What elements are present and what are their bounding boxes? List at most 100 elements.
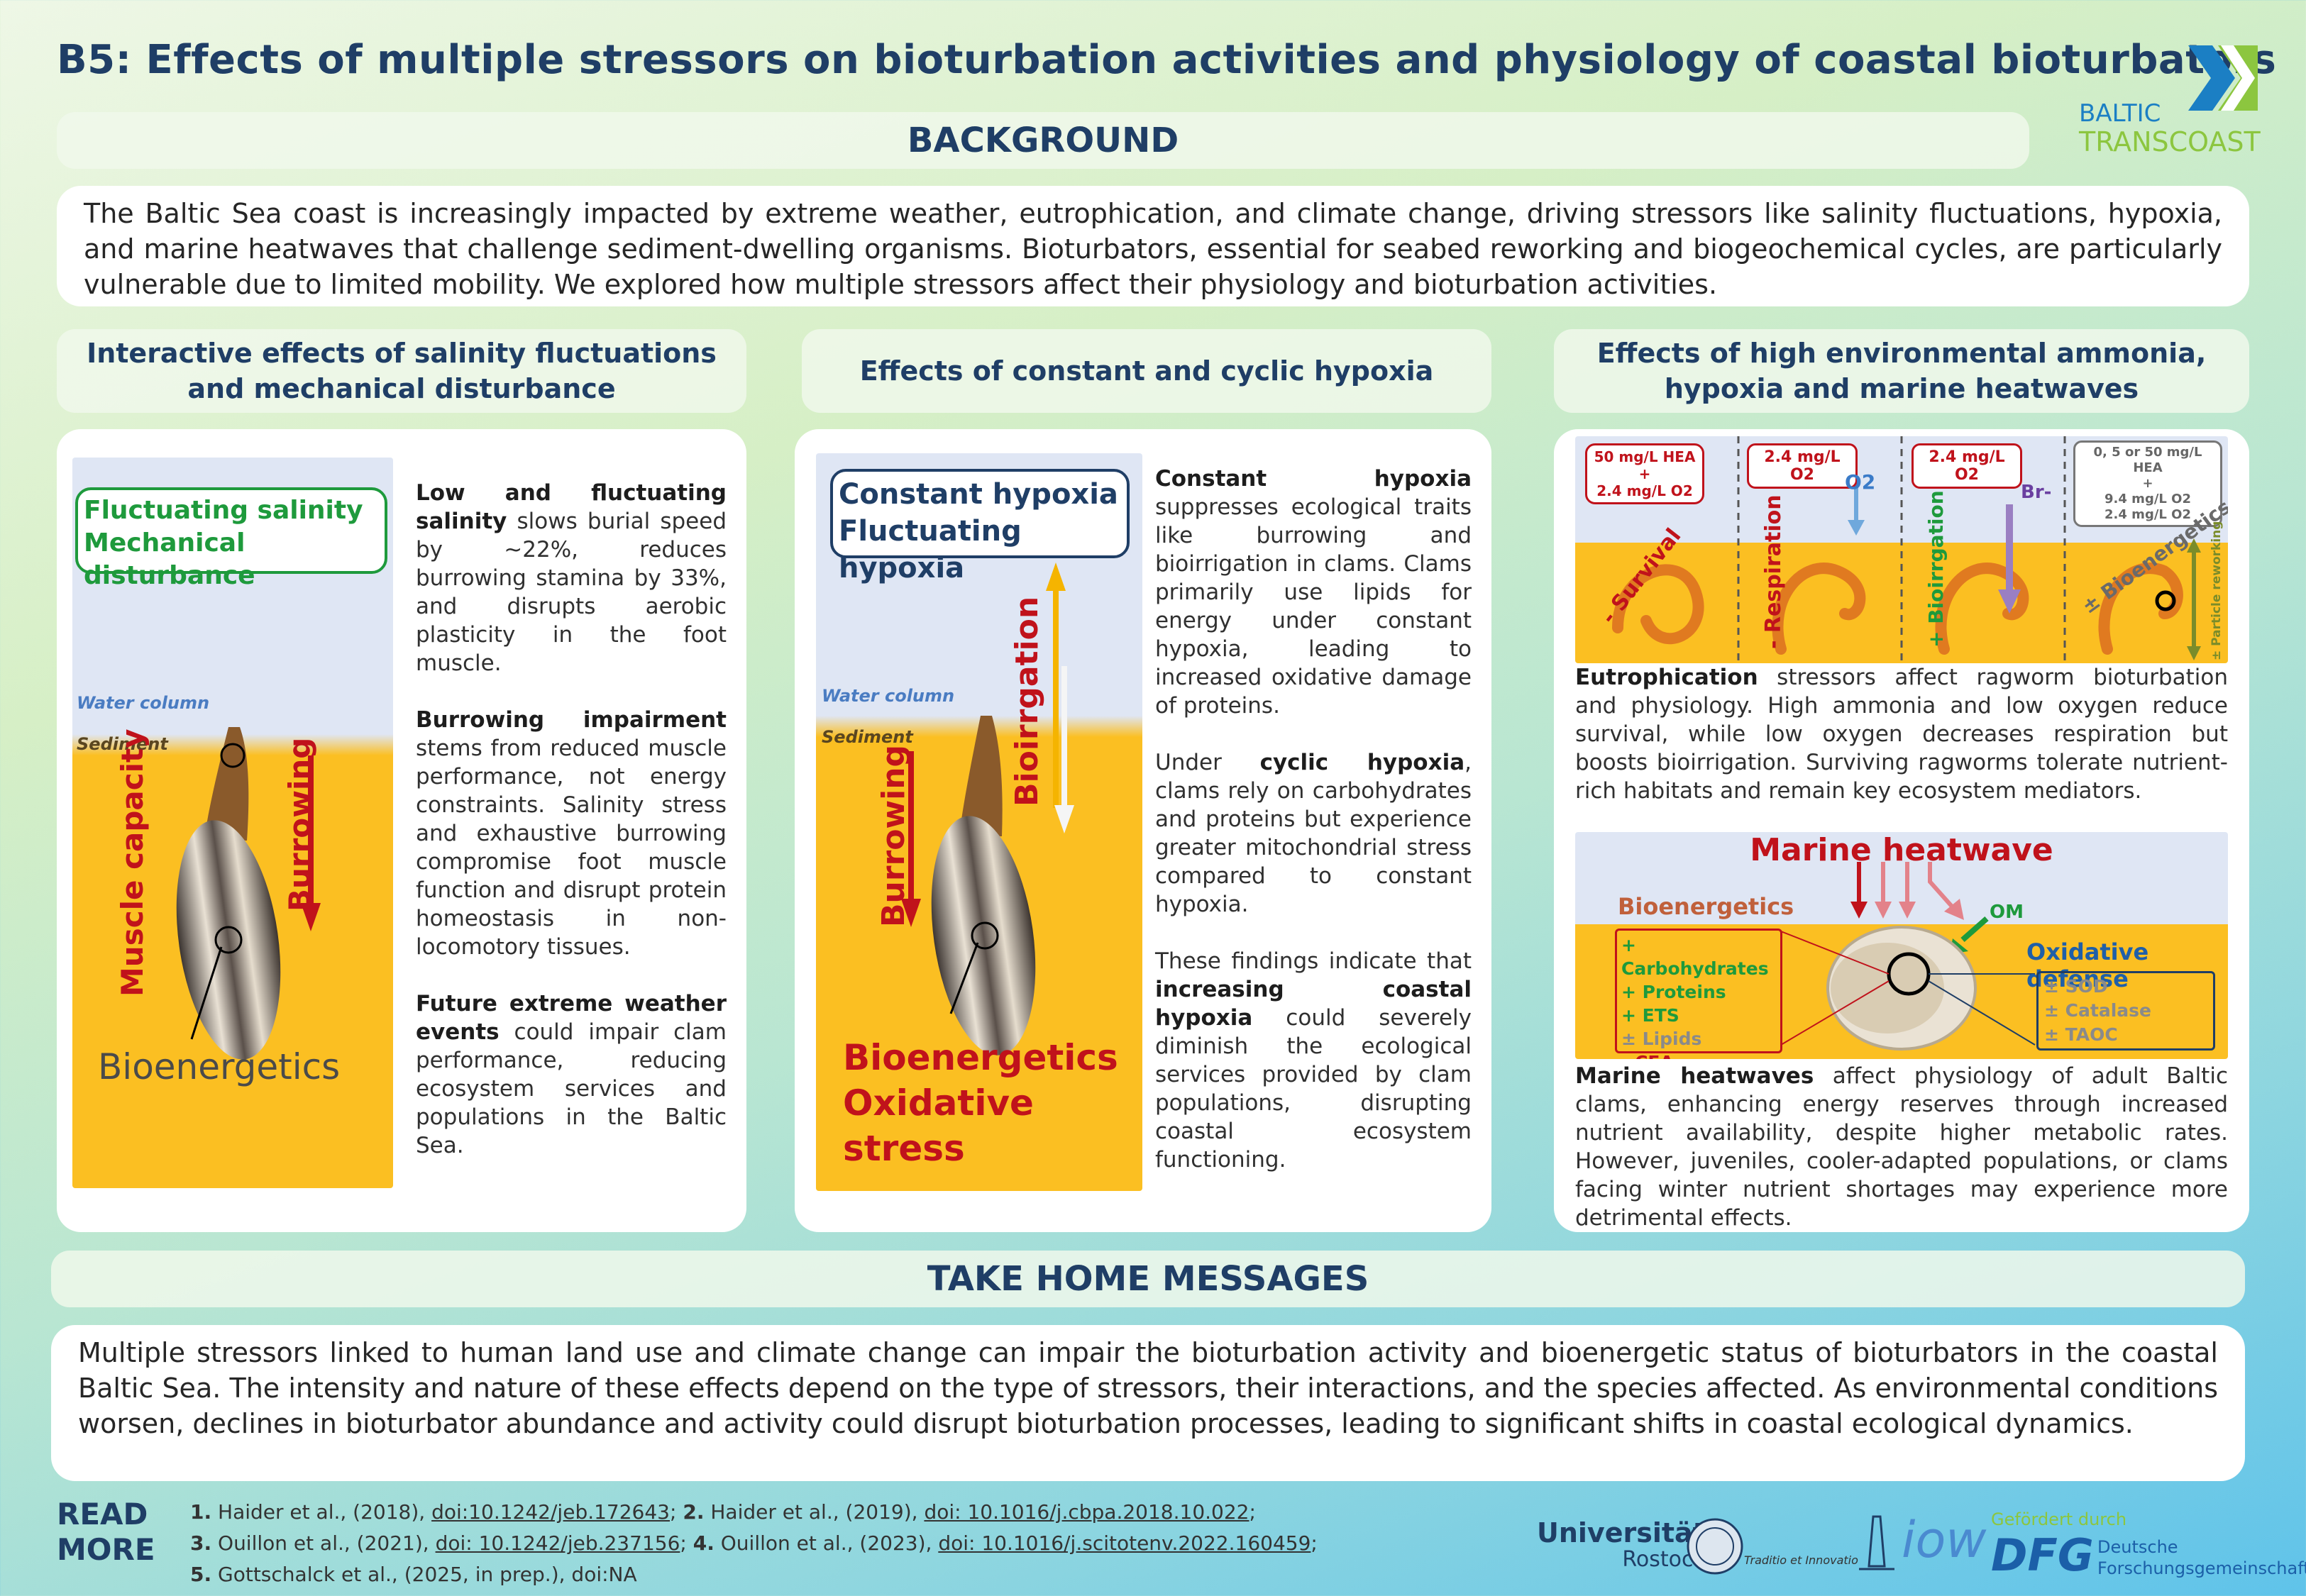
take-home-header: TAKE HOME MESSAGES (51, 1251, 2245, 1307)
ragworm-panels (1612, 436, 2201, 663)
ref-doi-link[interactable]: doi: 10.1242/jeb.237156 (435, 1531, 680, 1555)
fluctuating-salinity-label: Fluctuating salinity (84, 496, 363, 525)
ref-line-3: 5. Gottschalck et al., (2025, in prep.),… (190, 1559, 1318, 1590)
fluctuating-hypoxia-label: Fluctuating hypoxia (839, 515, 1022, 584)
take-home-text: Multiple stressors linked to human land … (51, 1325, 2245, 1481)
water-column-label: Water column (77, 693, 210, 713)
ref-doi-link[interactable]: doi:10.1242/jeb.172643 (431, 1500, 670, 1524)
marine-heatwave-title: Marine heatwave (1750, 832, 2053, 868)
c1-line2: + (1638, 465, 1651, 482)
section1-header: Interactive effects of salinity fluctuat… (57, 329, 746, 413)
references: 1. Haider et al., (2018), doi:10.1242/je… (190, 1497, 1318, 1590)
burrowing-label: Burrowing (282, 737, 317, 911)
s2-p2-a: Under (1155, 750, 1260, 775)
poster-title: B5: Effects of multiple stressors on bio… (57, 37, 2277, 83)
read-more-label: READ MORE (57, 1497, 155, 1568)
s3-p1-bold: Eutrophication (1575, 665, 1758, 690)
br-symbol: Br- (2021, 482, 2052, 503)
bio-item-4: ± Lipids (1621, 1029, 1702, 1049)
clam-illustration-2 (901, 563, 1074, 1055)
section2-heading: Effects of constant and cyclic hypoxia (859, 355, 1434, 387)
uni-rostock-name1: Universität (1537, 1517, 1706, 1548)
c4-line2: + (2142, 476, 2153, 491)
ref-author: Ouillon et al., (2021), (211, 1531, 436, 1555)
hypoxia-figure: Constant hypoxia Fluctuating hypoxia Wat… (816, 453, 1142, 1191)
burrowing-label-2: Burrowing (876, 744, 912, 927)
bioenergetics-oxidative-label: Bioenergetics Oxidative stress (843, 1035, 1142, 1171)
c1-line1: 50 mg/L HEA (1594, 448, 1696, 465)
s2-p3: could severely diminish the ecological s… (1155, 1005, 1472, 1173)
read-more-line1: READ (57, 1497, 148, 1531)
background-text: The Baltic Sea coast is increasingly imp… (57, 186, 2249, 306)
iow-logo: iow (1902, 1511, 1987, 1569)
dfg-logo: DFG (1991, 1529, 2094, 1581)
condition-box-3: 2.4 mg/L O2 (1911, 443, 2022, 489)
s2-p2: , clams rely on carbohydrates and protei… (1155, 750, 1472, 917)
ref-num: 1. (190, 1500, 212, 1524)
ref-line-1: 1. Haider et al., (2018), doi:10.1242/je… (190, 1497, 1318, 1528)
oxidative-defense-title: Oxidative defense (2026, 938, 2149, 992)
bio-item-2: + Proteins (1621, 982, 1726, 1002)
bioirrigation-label-3: + Bioirrgation (1924, 490, 1948, 648)
dfg-name2: Forschungsgemeinschaft (2097, 1558, 2306, 1578)
ref-sep: ; (680, 1531, 693, 1555)
ox-item-1: ± SOD (2044, 976, 2108, 997)
condition-box-1: 50 mg/L HEA + 2.4 mg/L O2 (1585, 443, 1704, 504)
bio-item-3: + ETS (1621, 1005, 1679, 1026)
muscle-capacity-label: Muscle capacity (115, 728, 150, 997)
ref-sep: ; (1249, 1500, 1256, 1524)
salinity-figure: Fluctuating salinity Mechanical disturba… (72, 458, 393, 1188)
mechanical-disturbance-label: Mechanical disturbance (84, 528, 255, 590)
o2-symbol: O2 (1845, 470, 1876, 494)
logo-text-transcoast: TRANSCOAST (2079, 126, 2261, 157)
uni-rostock-logo: Universität Rostock (1537, 1519, 1706, 1573)
particle-reworking-label: ± Particle reworking (2210, 521, 2224, 660)
water-column-label-2: Water column (822, 686, 955, 706)
ox-item-3: ± TAOC (2044, 1024, 2118, 1045)
ox-item-2: ± Catalase (2044, 1000, 2151, 1021)
ref-author: Haider et al., (2018), (211, 1500, 432, 1524)
ref-doi-link[interactable]: doi: 10.1016/j.scitotenv.2022.160459 (938, 1531, 1311, 1555)
heatwave-arrows-clam (1780, 862, 2036, 1051)
section3-heading: Effects of high environmental ammonia, h… (1596, 338, 2207, 404)
ref-num: 5. (190, 1563, 212, 1586)
logo-text-baltic: BALTIC (2079, 99, 2161, 128)
s3-p2: affect physiology of adult Baltic clams,… (1575, 1063, 2228, 1231)
s1-p2-bold: Burrowing impairment (416, 707, 727, 733)
ref-num: 3. (190, 1531, 212, 1555)
s1-p2: stems from reduced muscle performance, n… (416, 736, 727, 960)
bio-item-1: + Carbohydrates (1621, 935, 1769, 979)
ragworm-figure: 50 mg/L HEA + 2.4 mg/L O2 2.4 mg/L O2 2.… (1575, 436, 2228, 663)
ref-author: Haider et al., (2019), (704, 1500, 925, 1524)
section2-text: Constant hypoxia suppresses ecological t… (1155, 465, 1472, 1202)
bioenergetics-label: Bioenergetics (98, 1046, 341, 1087)
ref-author: Ouillon et al., (2023), (714, 1531, 939, 1555)
s2-p3-a: These findings indicate that (1155, 948, 1472, 974)
s2-p2-bold: cyclic hypoxia (1259, 750, 1465, 775)
s2-p3-bold: increasing coastal hypoxia (1155, 977, 1472, 1031)
section2-card: Constant hypoxia Fluctuating hypoxia Wat… (795, 429, 1491, 1232)
uni-rostock-name2: Rostock (1622, 1547, 1706, 1572)
ref-doi-link[interactable]: doi: 10.1016/j.cbpa.2018.10.022 (924, 1500, 1249, 1524)
condition-box-2: 2.4 mg/L O2 (1747, 443, 1858, 489)
hypoxia-box: Constant hypoxia Fluctuating hypoxia (830, 469, 1130, 584)
bio-item-5: - CEA (1621, 1051, 1776, 1059)
oxidative-stress-label: Oxidative stress (843, 1082, 1034, 1169)
uni-rostock-motto: Traditio et Innovatio (1744, 1553, 1858, 1567)
iow-lighthouse-icon (1859, 1515, 1894, 1570)
s1-p1-bold: Low and fluctuating salinity (416, 480, 727, 534)
section1-card: Fluctuating salinity Mechanical disturba… (57, 429, 746, 1232)
section3-header: Effects of high environmental ammonia, h… (1554, 329, 2249, 413)
ref-line-2: 3. Ouillon et al., (2021), doi: 10.1242/… (190, 1528, 1318, 1559)
uni-rostock-seal-icon (1687, 1518, 1743, 1575)
condition-box-4: 0, 5 or 50 mg/L HEA + 9.4 mg/L O2 2.4 mg… (2073, 440, 2222, 527)
bioenergetics-title: Bioenergetics (1618, 893, 1794, 920)
baltic-transcoast-logo: BALTIC TRANSCOAST (2079, 43, 2263, 163)
background-heading: BACKGROUND (907, 121, 1179, 160)
stressor-box: Fluctuating salinity Mechanical disturba… (75, 487, 387, 590)
ref-author: Gottschalck et al., (2025, in prep.), do… (211, 1563, 637, 1586)
oxidative-defense-box: ± SOD ± Catalase ± TAOC (2036, 971, 2215, 1051)
sediment-label: Sediment (77, 734, 168, 754)
s1-p1: slows burial speed by ~22%, reduces burr… (416, 509, 727, 676)
section2-header: Effects of constant and cyclic hypoxia (802, 329, 1491, 413)
